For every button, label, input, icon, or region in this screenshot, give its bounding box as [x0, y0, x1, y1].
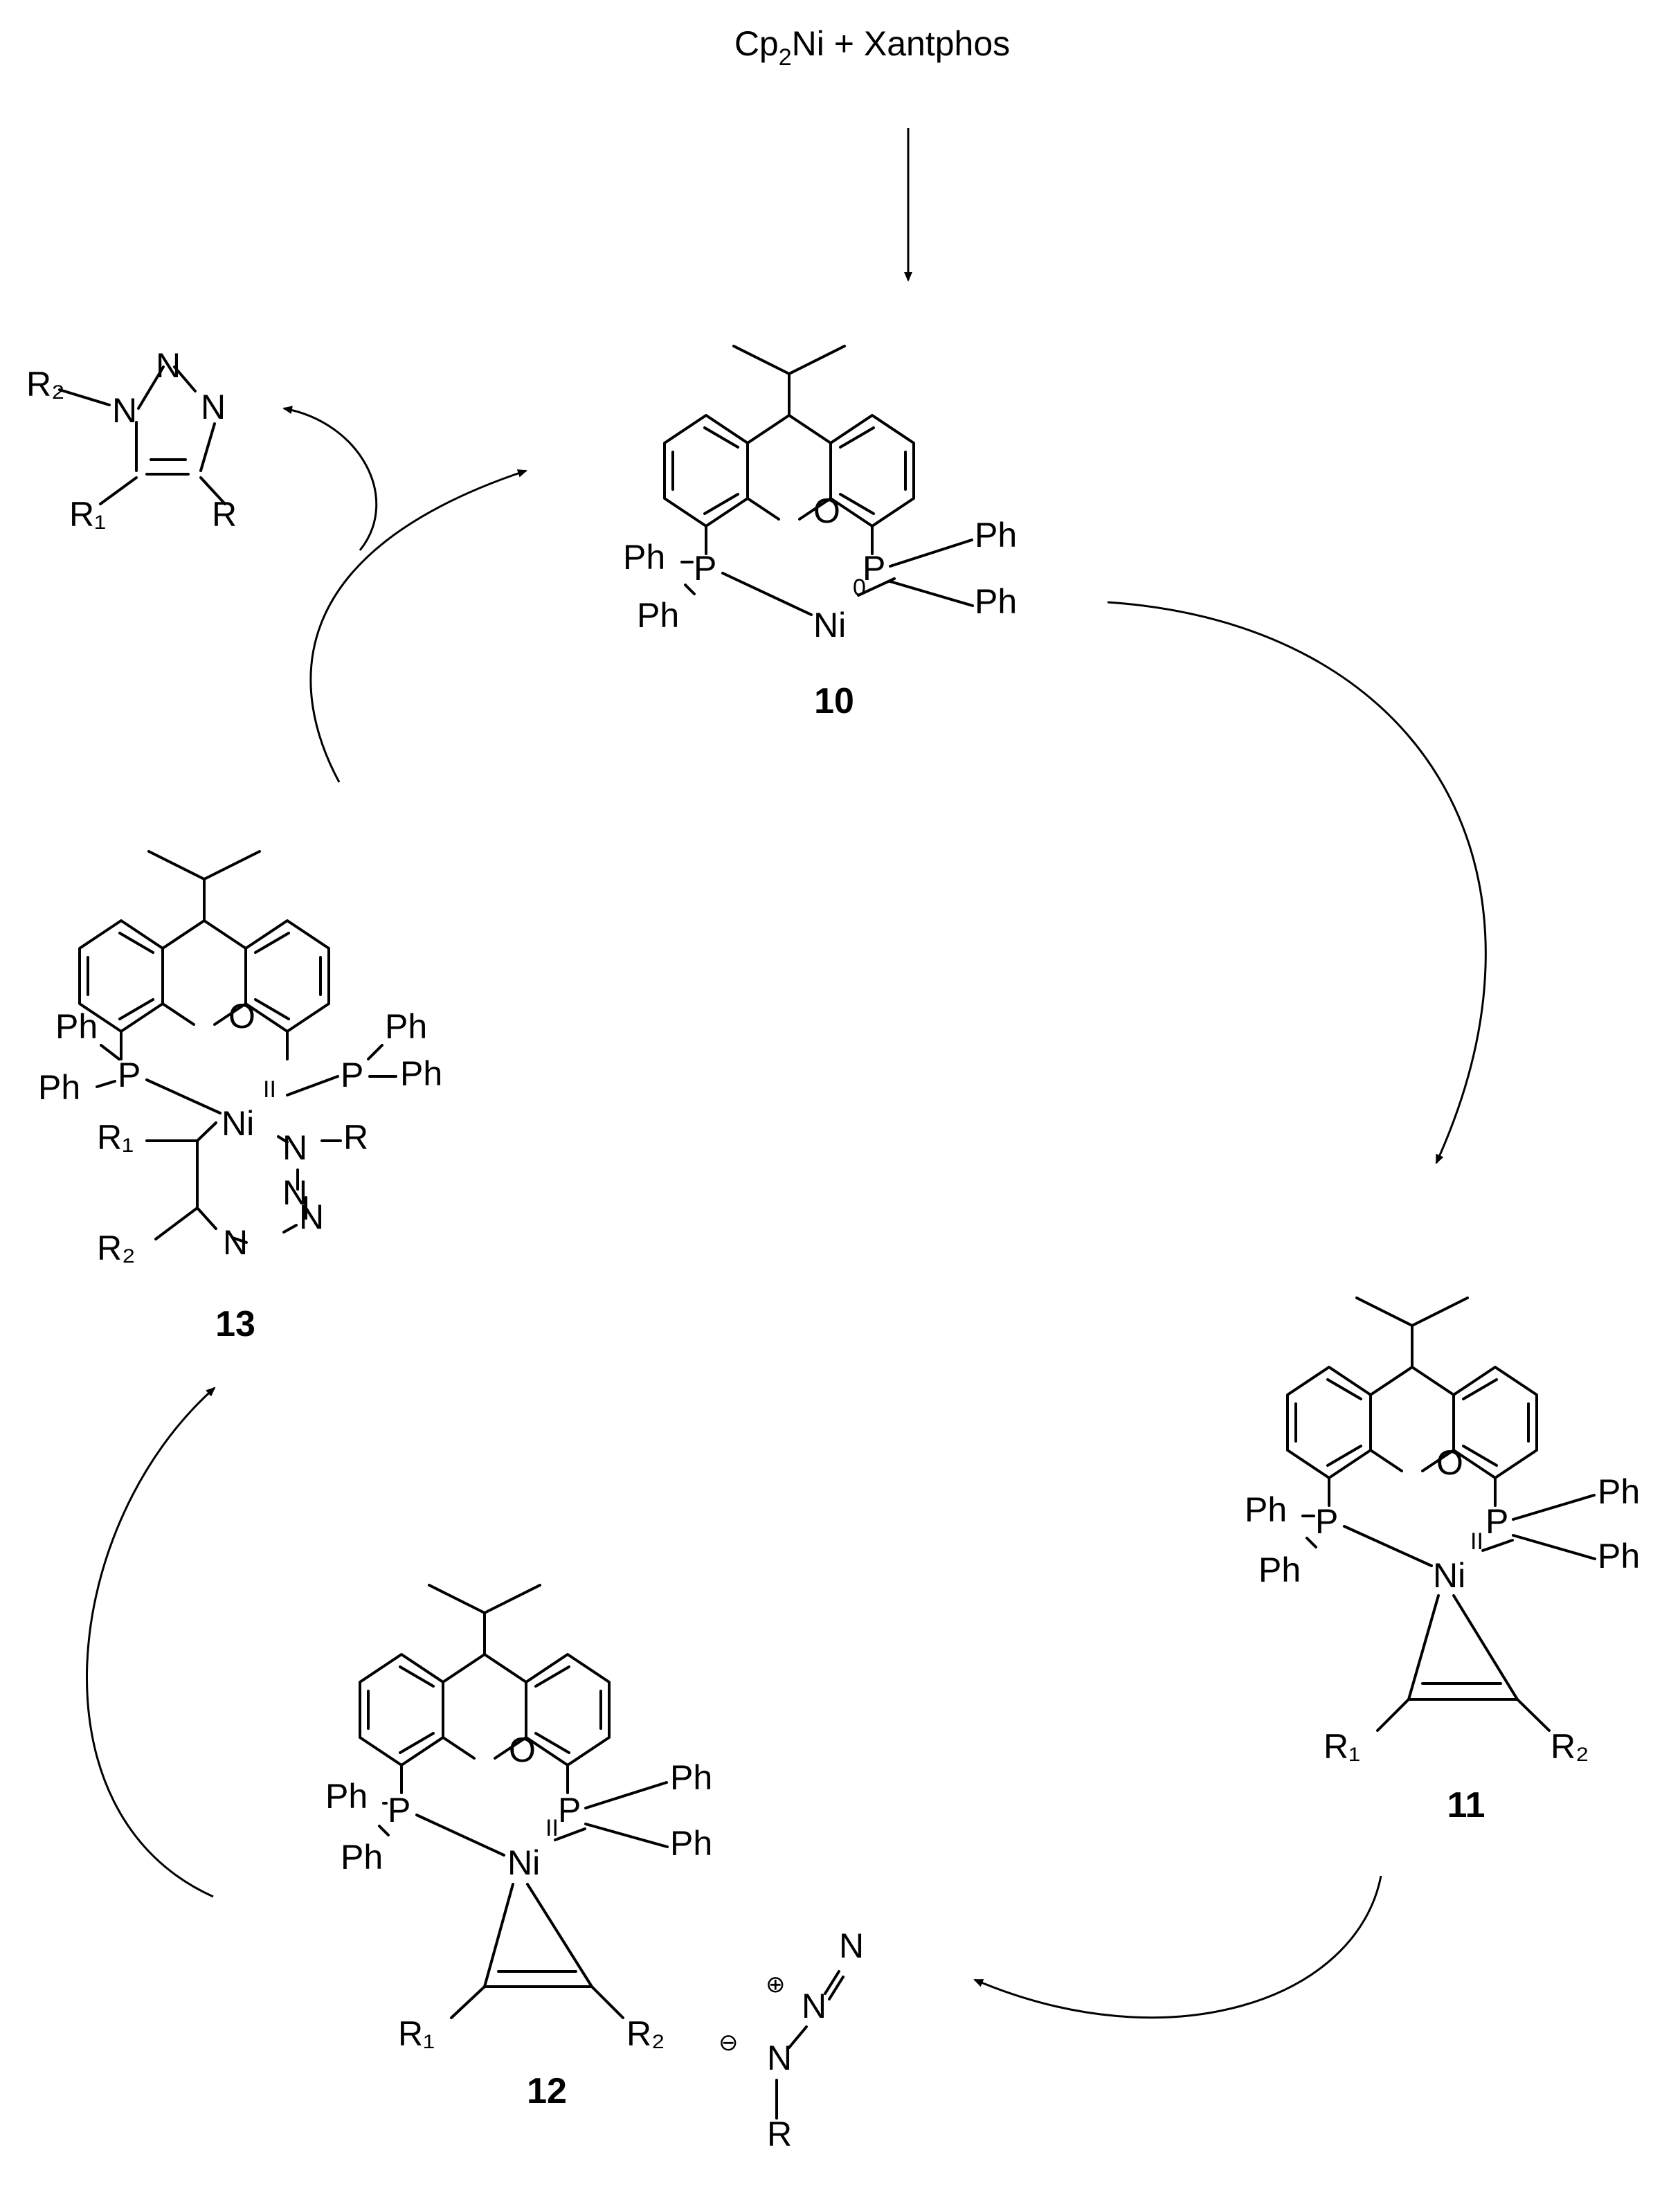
c10-oxidation-state: 0: [853, 575, 866, 601]
c13-ph2: Ph: [38, 1068, 80, 1107]
c11-ph2: Ph: [1258, 1551, 1301, 1589]
arrow-13-to-10: [309, 469, 527, 783]
c13-p-right: P: [341, 1056, 363, 1094]
c10-ph2: Ph: [637, 596, 679, 635]
c11-p-right: P: [1485, 1502, 1508, 1541]
c12-ph4: Ph: [670, 1824, 712, 1863]
c12-oxidation-state: II: [545, 1815, 559, 1841]
organic-azide: N N N R ⊕ ⊖: [719, 1926, 864, 2153]
c11-nickel: Ni: [1433, 1556, 1465, 1595]
c11-label: 11: [1447, 1785, 1485, 1825]
c10-ph4: Ph: [975, 582, 1017, 621]
arrow-11-to-12: [973, 1875, 1382, 2019]
triazole-r: R: [212, 495, 237, 534]
azide-minus-charge: ⊖: [719, 2030, 739, 2056]
c10-p-right: P: [862, 549, 885, 588]
c13-r1: R₁: [97, 1118, 134, 1157]
triazole-n1: N: [112, 391, 137, 430]
c10-nickel: Ni: [813, 606, 846, 644]
azide-n-central: N: [802, 1987, 827, 2025]
complex-12: O P P Ph Ph Ph Ph Ni II R₁ R₂ 12: [325, 1584, 712, 2111]
c13-ph3: Ph: [385, 1007, 427, 1046]
c12-r1: R₁: [398, 2014, 435, 2053]
c12-ph3: Ph: [670, 1758, 712, 1797]
c12-ph2: Ph: [341, 1838, 383, 1877]
c10-oxygen: O: [813, 491, 840, 530]
c12-p-left: P: [388, 1791, 410, 1830]
c12-label: 12: [527, 2071, 567, 2111]
c11-r1: R₁: [1324, 1727, 1360, 1766]
azide-r: R: [767, 2115, 792, 2153]
c11-oxygen: O: [1436, 1443, 1463, 1482]
triazole-n3: N: [201, 388, 226, 426]
c12-r2: R₂: [626, 2014, 665, 2053]
svg-text:R₂: R₂: [26, 365, 65, 404]
c13-ph1: Ph: [55, 1007, 98, 1046]
c12-nickel: Ni: [507, 1843, 540, 1882]
c10-ph3: Ph: [975, 516, 1017, 554]
c11-ph3: Ph: [1598, 1472, 1640, 1511]
c12-p-right: P: [558, 1791, 581, 1830]
triazole-n2: N: [156, 346, 181, 385]
c12-ph1: Ph: [325, 1777, 368, 1816]
triazole-product: R₂ N N N R₁ R: [26, 346, 237, 534]
arrow-10-to-11: [1107, 601, 1487, 1164]
c13-n4: N: [223, 1223, 248, 1262]
arrow-12-to-13: [86, 1386, 216, 1898]
complex-11: O P P Ph Ph Ph Ph Ni II R₁ R₂ 11: [1245, 1297, 1640, 1825]
c13-r: R: [343, 1118, 368, 1157]
c11-r2: R₂: [1551, 1727, 1589, 1766]
complex-13: O P P Ph Ph Ph Ph Ni II R₁ N R N N N R₂ …: [38, 850, 442, 1344]
triazole-r2: R₂: [26, 365, 65, 404]
complex-10: O P P Ph Ph Ph Ph Ni 0 10: [623, 345, 1017, 721]
c13-r2: R₂: [97, 1229, 136, 1267]
c13-n1: N: [282, 1128, 307, 1167]
c10-ph1: Ph: [623, 538, 665, 577]
c13-oxygen: O: [228, 997, 255, 1036]
c11-p-left: P: [1315, 1502, 1338, 1541]
azide-n-alpha: N: [767, 2039, 792, 2077]
c11-ph1: Ph: [1245, 1490, 1287, 1529]
azide-n-terminal: N: [839, 1926, 864, 1965]
azide-plus-charge: ⊕: [766, 1971, 786, 1998]
precursor-label: Cp2Ni + Xantphos: [734, 24, 1010, 71]
c13-label: 13: [215, 1304, 255, 1344]
c12-oxygen: O: [509, 1731, 536, 1769]
c11-oxidation-state: II: [1470, 1528, 1483, 1555]
triazole-r1: R₁: [69, 495, 106, 534]
c10-p-left: P: [694, 549, 716, 588]
c13-oxidation-state: II: [263, 1076, 276, 1103]
c13-nickel: Ni: [222, 1104, 254, 1143]
c10-label: 10: [814, 681, 854, 721]
c13-ph4: Ph: [400, 1054, 442, 1093]
c13-n3: N: [299, 1198, 324, 1236]
arrow-to-triazole: [282, 406, 378, 551]
c13-n2: N: [282, 1173, 307, 1212]
c13-p-left: P: [118, 1056, 141, 1094]
c11-ph4: Ph: [1598, 1537, 1640, 1575]
